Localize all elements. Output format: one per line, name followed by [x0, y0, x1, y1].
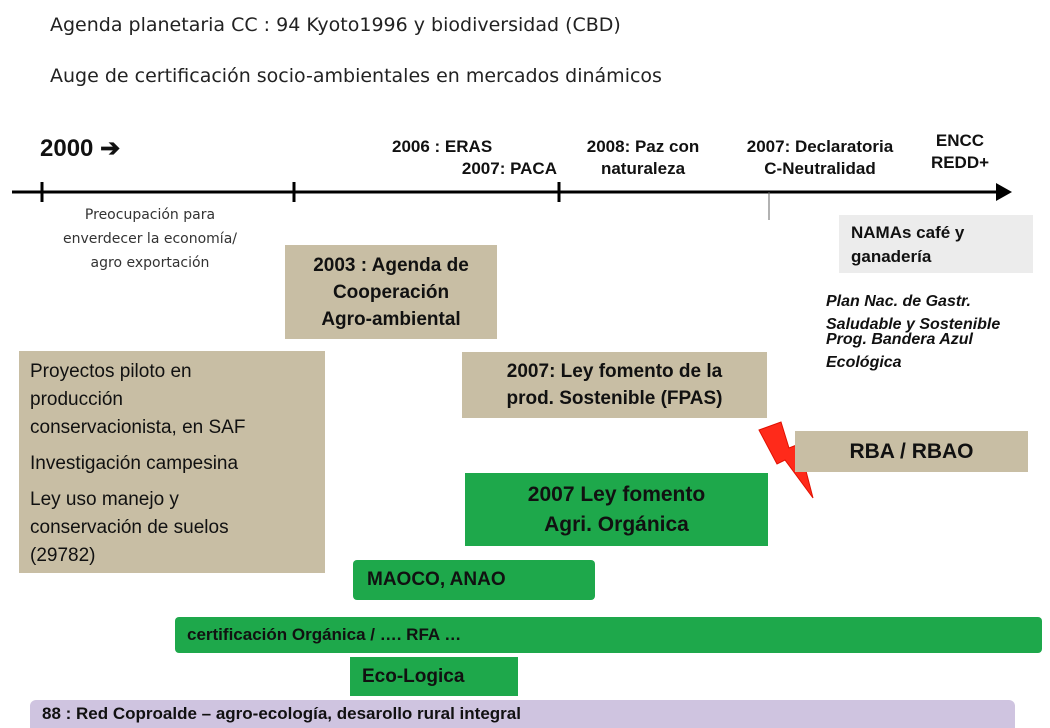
- namas-line: NAMAs café y: [851, 223, 965, 242]
- milestone-c-neutralidad: 2007: Declaratoria C-Neutralidad: [725, 136, 915, 180]
- ley-organica-line: Agri. Orgánica: [544, 512, 689, 536]
- timeline-note-line: agro exportación: [90, 255, 210, 271]
- proyectos-ley-line: (29782): [30, 545, 96, 566]
- plan-nac-line: Plan Nac. de Gastr.: [826, 293, 971, 310]
- timeline-note-line: enverdecer la economía/: [63, 231, 237, 247]
- milestone-eras-paca: 2006 : ERAS 2007: PACA: [392, 136, 557, 180]
- eco-logica-label: Eco-Logica: [362, 665, 465, 687]
- timeline-start-year: 2000: [40, 135, 94, 162]
- plan-nac-line: Prog. Bandera Azul: [826, 331, 973, 348]
- plan-nacional-text: Plan Nac. de Gastr. Saludable y Sostenib…: [826, 290, 1000, 374]
- proyectos-line: producción: [30, 389, 123, 410]
- milestone-declaratoria-line1: 2007: Declaratoria: [746, 137, 894, 156]
- timeline-axis: [12, 182, 1012, 220]
- milestone-eras-label: 2006 : ERAS: [392, 137, 493, 156]
- proyectos-investigacion: Investigación campesina: [30, 453, 239, 474]
- milestone-paca-label: 2007: PACA: [461, 159, 557, 178]
- timeline-start: 2000 ➔: [40, 134, 120, 163]
- rba-label: RBA / RBAO: [849, 439, 974, 463]
- header-line-1: Agenda planetaria CC : 94 Kyoto1996 y bi…: [50, 14, 621, 36]
- maoco-anao-box: MAOCO, ANAO: [353, 560, 595, 600]
- ley-agri-organica-box: 2007 Ley fomento Agri. Orgánica: [465, 473, 768, 546]
- agenda-2003-line: 2003 : Agenda de: [313, 254, 469, 276]
- milestone-encc-redd: ENCC REDD+: [925, 130, 995, 174]
- proyectos-line: conservacionista, en SAF: [30, 417, 246, 438]
- ley-fpas-line: 2007: Ley fomento de la: [506, 361, 723, 382]
- right-arrow-icon: ➔: [100, 135, 121, 162]
- timeline-arrowhead-icon: [996, 183, 1012, 201]
- proyectos-line: Proyectos piloto en: [30, 361, 192, 382]
- ley-fpas-box: 2007: Ley fomento de la prod. Sostenible…: [462, 352, 767, 418]
- namas-line: ganadería: [851, 247, 932, 266]
- agenda-2003-box: 2003 : Agenda de Cooperación Agro-ambien…: [285, 245, 497, 339]
- rba-box: RBA / RBAO: [795, 431, 1028, 472]
- milestone-encc-line1: ENCC: [935, 131, 985, 150]
- milestone-declaratoria-line2: C-Neutralidad: [764, 159, 876, 178]
- ley-organica-line: 2007 Ley fomento: [527, 482, 706, 506]
- header-line-2: Auge de certificación socio-ambientales …: [50, 65, 662, 87]
- certificacion-label: certificación Orgánica / …. RFA …: [187, 625, 462, 644]
- milestone-paz-line2: naturaleza: [600, 159, 686, 178]
- ley-fpas-line: prod. Sostenible (FPAS): [506, 388, 723, 409]
- milestone-encc-line2: REDD+: [930, 153, 990, 172]
- agenda-2003-line: Cooperación: [332, 281, 450, 303]
- proyectos-ley-line: conservación de suelos: [30, 517, 229, 538]
- red-coproalde-bar: 88 : Red Coproalde – agro-ecología, desa…: [30, 700, 1015, 728]
- namas-box: NAMAs café y ganadería: [839, 215, 1033, 273]
- plan-nac-line: Ecológica: [826, 354, 902, 371]
- certificacion-organica-bar: certificación Orgánica / …. RFA …: [175, 617, 1042, 653]
- plan-nac-line: Saludable y Sostenible: [826, 316, 1001, 333]
- timeline-note-line: Preocupación para: [84, 207, 216, 223]
- proyectos-ley-line: Ley uso manejo y: [30, 489, 179, 510]
- proyectos-piloto-box: Proyectos piloto en producción conservac…: [19, 351, 325, 573]
- agenda-2003-line: Agro-ambiental: [321, 308, 461, 330]
- milestone-paz-line1: 2008: Paz con: [586, 137, 700, 156]
- maoco-label: MAOCO, ANAO: [367, 569, 506, 590]
- eco-logica-box: Eco-Logica: [350, 657, 518, 696]
- timeline-note: Preocupación para enverdecer la economía…: [40, 203, 260, 275]
- coproalde-label: 88 : Red Coproalde – agro-ecología, desa…: [42, 704, 521, 723]
- milestone-paz-naturaleza: 2008: Paz con naturaleza: [568, 136, 718, 180]
